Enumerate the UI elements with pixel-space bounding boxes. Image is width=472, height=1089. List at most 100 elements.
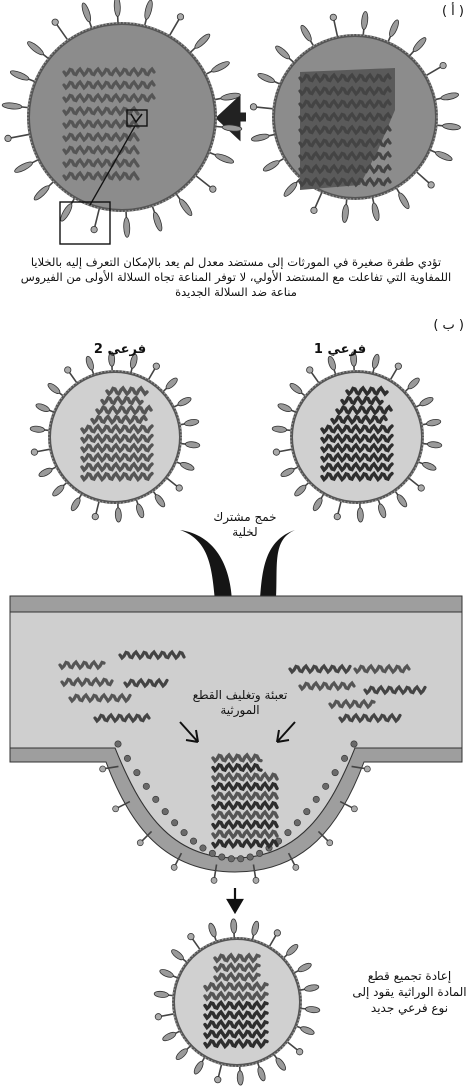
- hemagglutinin-spike: [262, 160, 280, 172]
- budding-envelope: [99, 740, 371, 884]
- neuraminidase-spike: [187, 933, 195, 941]
- hemagglutinin-spike: [177, 396, 192, 407]
- neuraminidase-spike: [394, 362, 402, 370]
- rna-segment: [298, 163, 392, 175]
- panel-a-caption: تؤدي طفرة صغيرة في المورثات إلى مستضد مع…: [20, 255, 452, 299]
- envelope-protein: [133, 769, 141, 777]
- rna-segment: [80, 423, 154, 435]
- rna-segment: [62, 79, 156, 91]
- envelope-protein: [303, 808, 311, 816]
- budding-spike-head: [364, 765, 371, 773]
- rna-segment: [298, 124, 392, 136]
- rna-segment: [328, 698, 376, 710]
- neuraminidase-spike: [333, 512, 341, 521]
- budding-spike-head: [292, 864, 300, 871]
- rna-segment: [90, 413, 148, 426]
- rna-segment: [363, 684, 427, 696]
- rna-segment: [330, 413, 388, 426]
- hemagglutinin-spike: [211, 61, 230, 73]
- budding-spike-head: [136, 839, 144, 847]
- rna-segment: [95, 404, 153, 416]
- cell-membrane-bottom: [9, 747, 463, 873]
- hemagglutinin-spike: [27, 41, 44, 56]
- budding-spike-head: [112, 805, 119, 813]
- hemagglutinin-spike: [294, 484, 307, 497]
- hemagglutinin-spike: [356, 507, 364, 523]
- hemagglutinin-spike: [371, 202, 380, 222]
- virion-reassortant: [153, 918, 321, 1086]
- hemagglutinin-spike: [275, 1057, 287, 1071]
- rna-segment: [100, 394, 144, 407]
- hemagglutinin-spike: [214, 153, 235, 164]
- coinfection-label: خمج مشترك لخلية: [213, 510, 277, 539]
- hemagglutinin-spike: [305, 1006, 321, 1014]
- envelope-lipid: [272, 34, 438, 200]
- hemagglutinin-spike: [422, 462, 437, 471]
- hemagglutinin-spike: [60, 203, 73, 222]
- spike-stalk: [54, 21, 69, 41]
- hemagglutinin-spike: [442, 123, 461, 131]
- hemagglutinin-spike: [396, 494, 408, 508]
- envelope-protein: [293, 819, 301, 827]
- rna-segment: [288, 663, 352, 675]
- rna-segment: [203, 1028, 269, 1040]
- rna-segment: [62, 66, 156, 78]
- hemagglutinin-spike: [194, 33, 211, 49]
- rna-segment: [60, 676, 114, 688]
- hemagglutinin-spike: [114, 507, 122, 523]
- hemagglutinin-spike: [312, 497, 323, 512]
- rna-segment: [62, 157, 140, 169]
- rna-segment: [213, 952, 261, 964]
- mutation-box: [126, 109, 148, 127]
- rna-segment: [298, 680, 356, 692]
- hemagglutinin-spike: [289, 383, 303, 394]
- hemagglutinin-spike: [300, 1026, 315, 1035]
- hemagglutinin-spike: [257, 73, 275, 83]
- hemagglutinin-spike: [33, 185, 50, 201]
- hemagglutinin-spike: [154, 494, 166, 508]
- hemagglutinin-spike: [412, 37, 427, 53]
- neuraminidase-spike: [329, 13, 337, 21]
- rna-segment: [353, 663, 411, 675]
- hemagglutinin-spike: [185, 441, 201, 449]
- neuraminidase-spike: [176, 13, 185, 21]
- rna-segment: [62, 105, 140, 117]
- rna-segment: [62, 118, 140, 130]
- hemagglutinin-spike: [70, 497, 81, 512]
- envelope-protein: [123, 754, 131, 762]
- entry-arrow-strain-1: [245, 530, 295, 622]
- hemagglutinin-spike: [35, 403, 50, 412]
- rna-segment: [345, 385, 389, 397]
- envelope-protein: [350, 740, 358, 748]
- rna-segment: [58, 659, 106, 671]
- virion-interior: [30, 25, 214, 209]
- hemagglutinin-spike: [9, 70, 30, 81]
- hemagglutinin-spike: [47, 383, 61, 394]
- release-arrow: [226, 888, 244, 915]
- rna-segment: [320, 432, 394, 445]
- neuraminidase-spike: [152, 362, 160, 370]
- rna-segment: [93, 712, 151, 724]
- neuraminidase-spike: [439, 61, 447, 70]
- rna-genome-block: [300, 68, 395, 190]
- neuraminidase-spike: [272, 448, 281, 456]
- hemagglutinin-spike: [29, 425, 45, 433]
- rna-segment: [80, 461, 154, 473]
- hemagglutinin-spike: [165, 377, 178, 390]
- hemagglutinin-spike: [162, 1031, 177, 1042]
- envelope-protein: [161, 808, 169, 816]
- rna-segment: [211, 799, 279, 812]
- rna-segment: [211, 790, 279, 802]
- rna-segment: [298, 85, 392, 97]
- hemagglutinin-spike: [175, 1048, 188, 1060]
- neuraminidase-spike: [175, 484, 183, 492]
- hemagglutinin-spike: [221, 124, 243, 132]
- rna-segment: [80, 451, 154, 464]
- hemagglutinin-spike: [283, 181, 298, 197]
- hemagglutinin-spike: [435, 151, 453, 161]
- rna-segment: [298, 72, 392, 84]
- rna-segment: [213, 971, 261, 983]
- rna-segment: [203, 980, 269, 993]
- rna-segment: [68, 692, 132, 704]
- rna-segment: [298, 111, 392, 123]
